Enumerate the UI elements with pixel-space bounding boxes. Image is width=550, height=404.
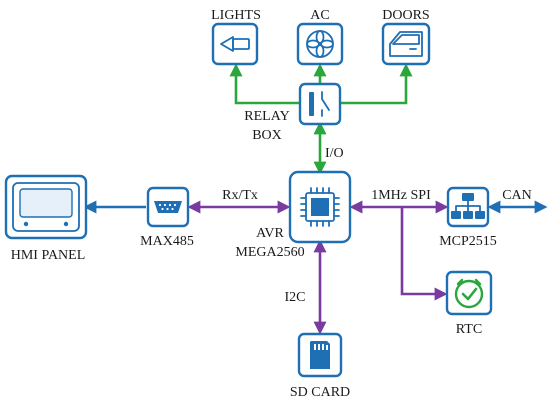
relay-box-node: RELAY BOX — [244, 82, 342, 143]
fan-icon — [306, 30, 334, 58]
lights-box — [211, 22, 259, 66]
mcp2515-label: MCP2515 — [439, 234, 497, 249]
sd-card-icon — [310, 341, 330, 369]
rtc-node: RTC — [445, 270, 493, 337]
relay-label-line2: BOX — [252, 128, 282, 143]
display-panel-icon — [12, 182, 80, 232]
relay-to-lights-line — [229, 63, 300, 105]
network-icon — [451, 193, 485, 219]
relay-switch-icon — [309, 91, 330, 117]
ac-label: AC — [310, 8, 329, 23]
avr-label-line2: MEGA2560 — [235, 245, 304, 260]
avr-label-line1: AVR — [256, 226, 284, 241]
relay-box — [298, 82, 342, 126]
car-door-icon — [389, 31, 423, 57]
clock-icon — [454, 278, 484, 309]
mcp2515-node: MCP2515 — [439, 186, 497, 249]
spi-to-rtc-line — [400, 207, 448, 301]
sd-card-label: SD CARD — [290, 385, 350, 400]
hmi-panel-node: HMI PANEL — [4, 174, 88, 263]
max485-node: MAX485 — [140, 186, 194, 249]
lights-node: LIGHTS — [211, 8, 261, 66]
doors-node: DOORS — [381, 8, 431, 66]
microchip-icon — [300, 187, 340, 227]
relay-label-line1: RELAY — [244, 109, 289, 124]
rxtx-label: Rx/Tx — [222, 188, 258, 203]
rtc-label: RTC — [456, 322, 482, 337]
avr-node: AVR MEGA2560 — [235, 170, 352, 260]
i2c-label: I2C — [285, 290, 306, 305]
hmi-panel-label: HMI PANEL — [11, 248, 86, 263]
relay-to-doors-line — [340, 63, 413, 105]
spi-label: 1MHz SPI — [371, 188, 431, 203]
sd-card-node: SD CARD — [290, 332, 350, 400]
light-bulb-icon — [220, 36, 250, 52]
lights-label: LIGHTS — [211, 8, 261, 23]
serial-port-icon — [154, 201, 182, 213]
io-label: I/O — [325, 146, 344, 161]
can-label: CAN — [502, 188, 532, 203]
ac-node: AC — [296, 8, 344, 66]
max485-label: MAX485 — [140, 234, 194, 249]
doors-label: DOORS — [382, 8, 429, 23]
connections — [83, 63, 548, 335]
